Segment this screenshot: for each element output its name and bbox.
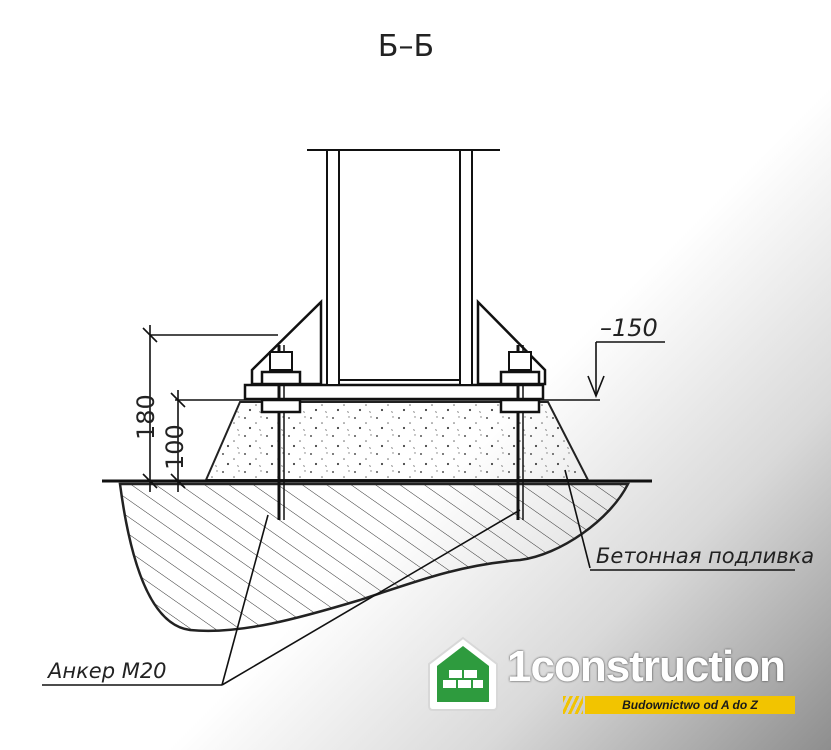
grout-leader [564,469,795,571]
anchor-bolt-left [260,345,302,520]
grout-label: Бетонная подливка [596,544,814,568]
anchor-leader [42,509,521,686]
base-plate [243,383,545,401]
brand-tagline: Budownictwo od A do Z [622,698,758,712]
brand-name: 1construction [507,642,786,691]
house-icon [428,636,498,711]
dimension-lower: 100 [161,424,189,470]
dimension-lines [142,325,600,492]
dimension-upper: 180 [132,394,160,440]
concrete-grout-pad [204,401,590,481]
soil-hatched-area [118,482,631,633]
column-flange-left [326,149,340,386]
anchor-label: Анкер М20 [46,659,167,683]
plate-mark-label: –150 [600,314,658,342]
section-title: Б–Б [378,29,434,64]
tagline-bar: Budownictwo od A do Z [563,696,795,714]
column-flange-right [459,149,473,386]
plate-mark-leader [587,341,665,399]
brand-logo: 1construction Budownictwo od A do Z [425,636,805,716]
anchor-bolt-right [499,345,541,520]
